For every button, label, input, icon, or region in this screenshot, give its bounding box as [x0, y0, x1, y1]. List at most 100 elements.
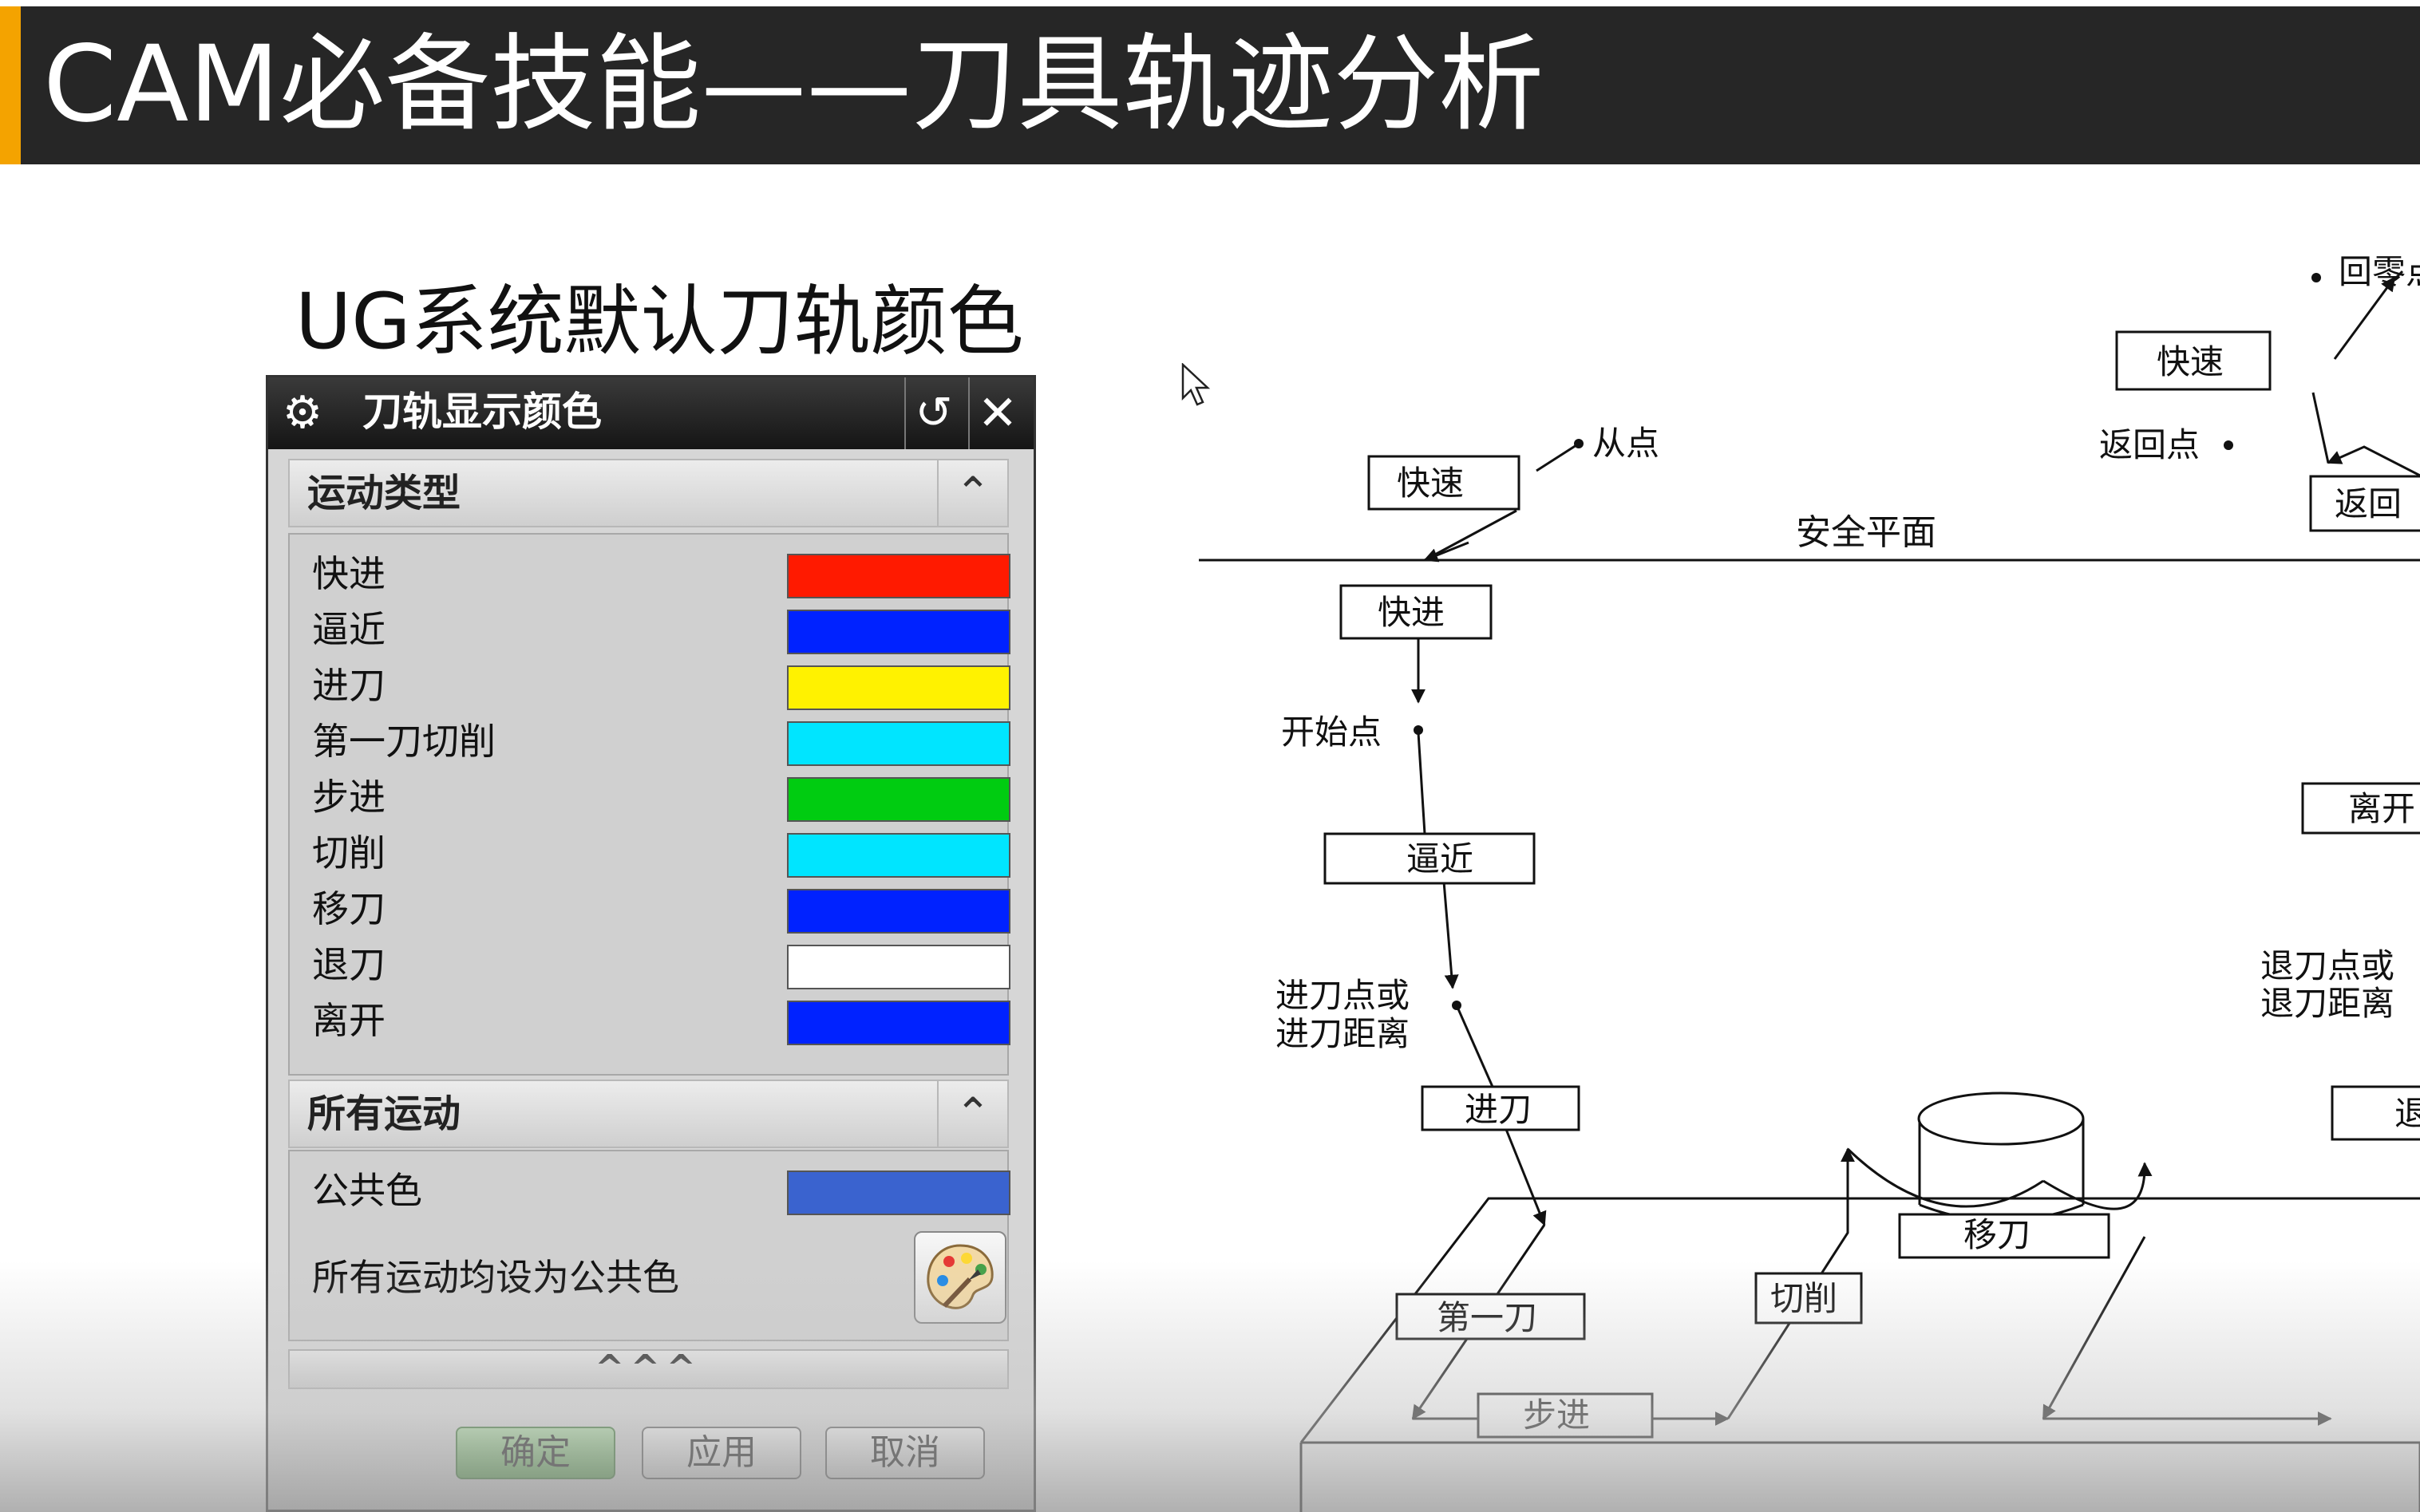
- palette-button[interactable]: [914, 1231, 1006, 1324]
- box-rapid-top: 快速: [2115, 330, 2272, 391]
- safe-plane-label: 安全平面: [1796, 512, 1936, 553]
- motion-label: 退刀: [312, 943, 386, 986]
- section-title: 所有运动: [307, 1092, 461, 1136]
- box-depart: 离开: [2301, 782, 2420, 835]
- set-all-row: 所有运动均设为公共色: [290, 1249, 1007, 1305]
- motion-label: 快进: [312, 552, 386, 595]
- box-label: 移刀: [1963, 1215, 2031, 1254]
- motion-row: 切削: [290, 825, 1010, 881]
- ok-button[interactable]: 确定: [456, 1427, 615, 1479]
- rapid-up-line: [2385, 270, 2404, 289]
- motion-row: 步进: [290, 769, 1010, 825]
- rapid-arrow-path: [1423, 541, 1469, 563]
- retract-point-label-1: 退刀点或: [2260, 946, 2394, 985]
- box-label: 进刀: [1465, 1090, 1532, 1129]
- motion-label: 逼近: [312, 608, 386, 651]
- box-label: 返回: [2335, 484, 2402, 523]
- box-move-tool: 移刀: [1898, 1213, 2110, 1259]
- chevron-up-icon[interactable]: ⌃: [937, 460, 1007, 526]
- set-all-label: 所有运动均设为公共色: [312, 1256, 679, 1299]
- toolpath-color-dialog: ⚙ 刀轨显示颜色 ↺ ✕ 运动类型 ⌃ 快进 逼近 进刀 第一刀切削 步进: [266, 375, 1036, 1512]
- engage-point-label-1: 进刀点或: [1275, 976, 1410, 1015]
- from-point-dot: [1574, 439, 1584, 448]
- return-home-label: 回零点: [2339, 252, 2420, 291]
- engage-path: [1455, 1005, 1494, 1088]
- motion-row: 快进: [290, 546, 1010, 602]
- section-header-all-motions[interactable]: 所有运动 ⌃: [288, 1080, 1009, 1148]
- rapid-path: [1424, 444, 1577, 562]
- cut-path-2: [2042, 1236, 2146, 1420]
- approach-path-2: [1442, 881, 1459, 989]
- box-label: 退: [2394, 1094, 2420, 1133]
- chevron-up-icon[interactable]: ⌃: [937, 1081, 1007, 1147]
- all-motions-panel: 公共色 所有运动均设为公共色: [288, 1150, 1010, 1341]
- motion-row: 第一刀切削: [290, 713, 1010, 769]
- box-stepover: 步进: [1477, 1392, 1654, 1439]
- section-title: 运动类型: [307, 471, 461, 515]
- rapid-up-path: [2333, 276, 2396, 360]
- return-up-path: [2311, 392, 2330, 464]
- box-engage: 进刀: [1421, 1085, 1580, 1131]
- box-cut: 切削: [1754, 1272, 1863, 1324]
- box-traverse-fast: 快进: [1339, 584, 1493, 640]
- section-heading: UG系统默认刀轨颜色: [295, 277, 1024, 366]
- box-label: 快进: [1378, 593, 1445, 632]
- move-tool-path: [1846, 1147, 2044, 1208]
- motion-row: 进刀: [290, 657, 1010, 713]
- box-return: 返回: [2309, 475, 2420, 532]
- title-bar: CAM必备技能——刀具轨迹分析: [0, 6, 2420, 164]
- box-label: 步进: [1523, 1396, 1590, 1435]
- box-label: 离开: [2348, 789, 2415, 828]
- start-point-dot: [1414, 725, 1423, 735]
- motion-label: 切削: [312, 831, 386, 874]
- apply-button[interactable]: 应用: [642, 1427, 801, 1479]
- return-path: [2327, 445, 2420, 477]
- box-approach: 逼近: [1323, 832, 1536, 885]
- section-header-motion-types[interactable]: 运动类型 ⌃: [288, 459, 1009, 527]
- common-color-label: 公共色: [312, 1169, 422, 1212]
- color-swatch[interactable]: [787, 833, 1010, 878]
- common-color-row: 公共色: [290, 1163, 1010, 1218]
- reset-icon[interactable]: ↺: [904, 377, 962, 449]
- expand-more-bar[interactable]: ^^^: [288, 1349, 1009, 1389]
- box-label: 第一刀: [1437, 1298, 1537, 1337]
- motion-row: 离开: [290, 993, 1010, 1048]
- engage-point-label-2: 进刀距离: [1275, 1014, 1410, 1053]
- box-label: 快速: [2157, 342, 2224, 381]
- gear-icon[interactable]: ⚙: [282, 387, 323, 439]
- motion-label: 移刀: [312, 887, 386, 930]
- color-swatch[interactable]: [787, 945, 1010, 989]
- toolpath-diagram: 安全平面 快速 快进 逼近 进刀: [1199, 252, 2420, 1512]
- start-point-label: 开始点: [1281, 713, 1382, 752]
- close-icon[interactable]: ✕: [968, 377, 1026, 449]
- approach-path: [1417, 732, 1426, 835]
- color-swatch[interactable]: [787, 777, 1010, 822]
- color-swatch[interactable]: [787, 721, 1010, 766]
- from-point-label: 从点: [1592, 424, 1659, 463]
- box-label: 快速: [1397, 464, 1464, 503]
- return-point-label: 返回点: [2099, 425, 2200, 464]
- cancel-button[interactable]: 取消: [825, 1427, 985, 1479]
- motion-label: 步进: [312, 776, 386, 819]
- palette-icon: [927, 1244, 994, 1309]
- box-retract: 退: [2331, 1085, 2420, 1141]
- engage-path-2: [1499, 1115, 1547, 1226]
- color-swatch[interactable]: [787, 665, 1010, 710]
- color-swatch[interactable]: [787, 610, 1010, 654]
- retract-point-label-2: 退刀距离: [2260, 984, 2394, 1023]
- title-accent-stripe: [0, 6, 21, 164]
- color-swatch[interactable]: [787, 554, 1010, 598]
- box-rapid-left: 快速: [1367, 455, 1520, 511]
- box-first-cut: 第一刀: [1395, 1293, 1586, 1340]
- motion-label: 进刀: [312, 664, 386, 707]
- color-swatch[interactable]: [787, 1001, 1010, 1045]
- dialog-titlebar: ⚙ 刀轨显示颜色 ↺ ✕: [268, 377, 1034, 449]
- motion-row: 逼近: [290, 602, 1010, 657]
- return-home-dot: [2311, 273, 2321, 282]
- motion-row: 退刀: [290, 937, 1010, 993]
- color-swatch[interactable]: [787, 889, 1010, 934]
- dialog-title: 刀轨显示颜色: [362, 389, 602, 435]
- common-color-swatch[interactable]: [787, 1171, 1010, 1215]
- move-tool-path-2: [2042, 1162, 2153, 1210]
- engage-point-dot: [1452, 1001, 1461, 1010]
